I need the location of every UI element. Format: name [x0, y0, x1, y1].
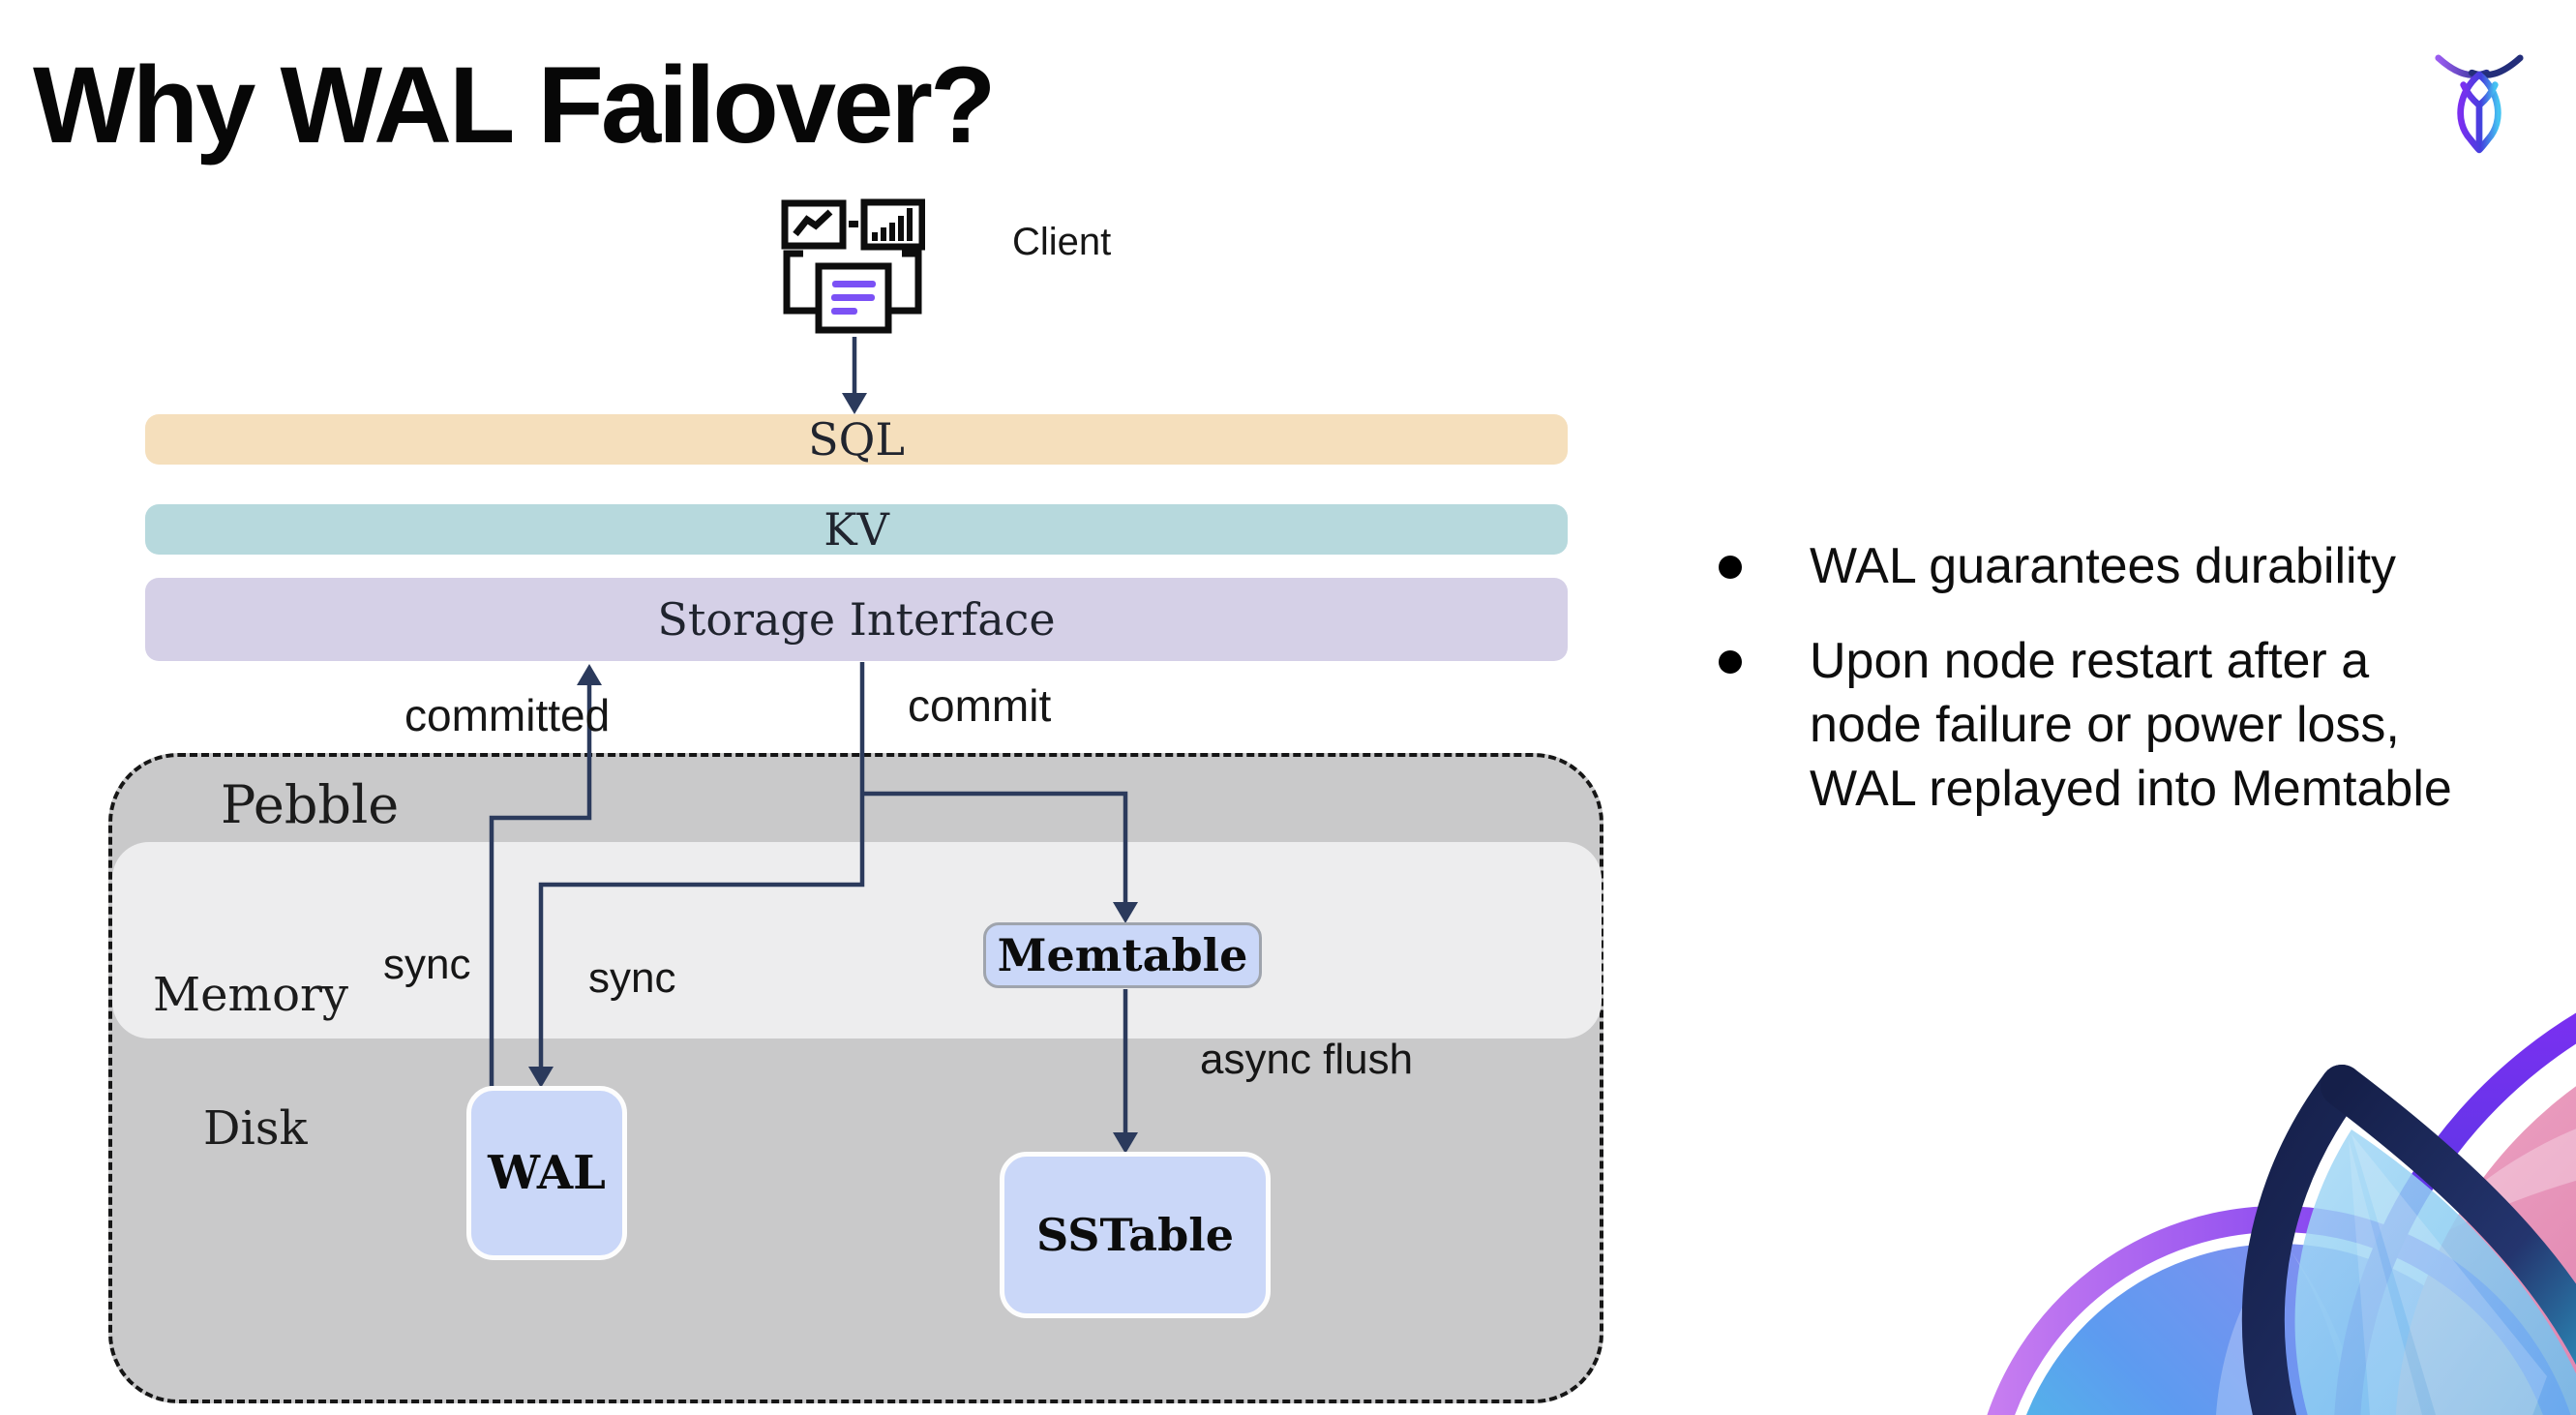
sync-wal-edge-label: sync [383, 941, 471, 988]
bullet-line: WAL replayed into Memtable [1810, 761, 2452, 817]
sql-layer-label: SQL [808, 413, 905, 466]
bullet-line: WAL guarantees durability [1810, 538, 2397, 594]
navy-mark-outline [2241, 1065, 2363, 1415]
bullet-line: node failure or power loss, [1810, 697, 2400, 753]
cockroachdb-logo-icon [2435, 54, 2524, 154]
async-flush-edge-label: async flush [1200, 1036, 1414, 1083]
page-title: Why WAL Failover? [33, 45, 996, 166]
arrowhead-down-sql [842, 393, 867, 414]
bullet-item: Upon node restart after a node failure o… [1719, 629, 2570, 821]
sync-commit-edge-label: sync [588, 954, 676, 1002]
client-label: Client [1012, 221, 1112, 263]
arrowhead-up-storage [577, 664, 602, 685]
bullet-dot [1719, 650, 1742, 674]
brand-art [1957, 960, 2576, 1415]
sstable-node: SSTable [1000, 1152, 1271, 1318]
committed-edge-label: committed [404, 690, 611, 740]
client-icon [781, 198, 925, 334]
sql-layer-bar: SQL [145, 413, 1568, 466]
bracket-left [783, 250, 817, 315]
sstable-node-label: SSTable [1036, 1209, 1234, 1261]
bullet-dot [1719, 556, 1742, 579]
bullet-list: WAL guarantees durability Upon node rest… [1719, 534, 2570, 852]
storage-interface-layer-bar: Storage Interface [145, 578, 1568, 661]
connector-dash [849, 221, 858, 227]
wal-node: WAL [466, 1086, 627, 1260]
logo-veins [2460, 81, 2499, 151]
line-chart-monitor-icon [781, 199, 847, 250]
storage-interface-label: Storage Interface [657, 593, 1056, 646]
bracket-right [888, 250, 922, 315]
kv-layer-label: KV [824, 503, 889, 556]
bullet-line: Upon node restart after a [1810, 633, 2370, 689]
memtable-node-label: Memtable [997, 929, 1248, 981]
commit-edge-label: commit [908, 680, 1052, 731]
brand-art-graphic [1987, 1012, 2576, 1415]
wal-node-label: WAL [488, 1146, 606, 1200]
memory-label: Memory [153, 968, 349, 1022]
pebble-label: Pebble [221, 774, 400, 835]
memtable-node: Memtable [983, 922, 1262, 988]
disk-label: Disk [203, 1101, 308, 1156]
kv-layer-bar: KV [145, 503, 1568, 556]
leaf-fill [2294, 1129, 2576, 1415]
bullet-item: WAL guarantees durability [1719, 534, 2570, 598]
